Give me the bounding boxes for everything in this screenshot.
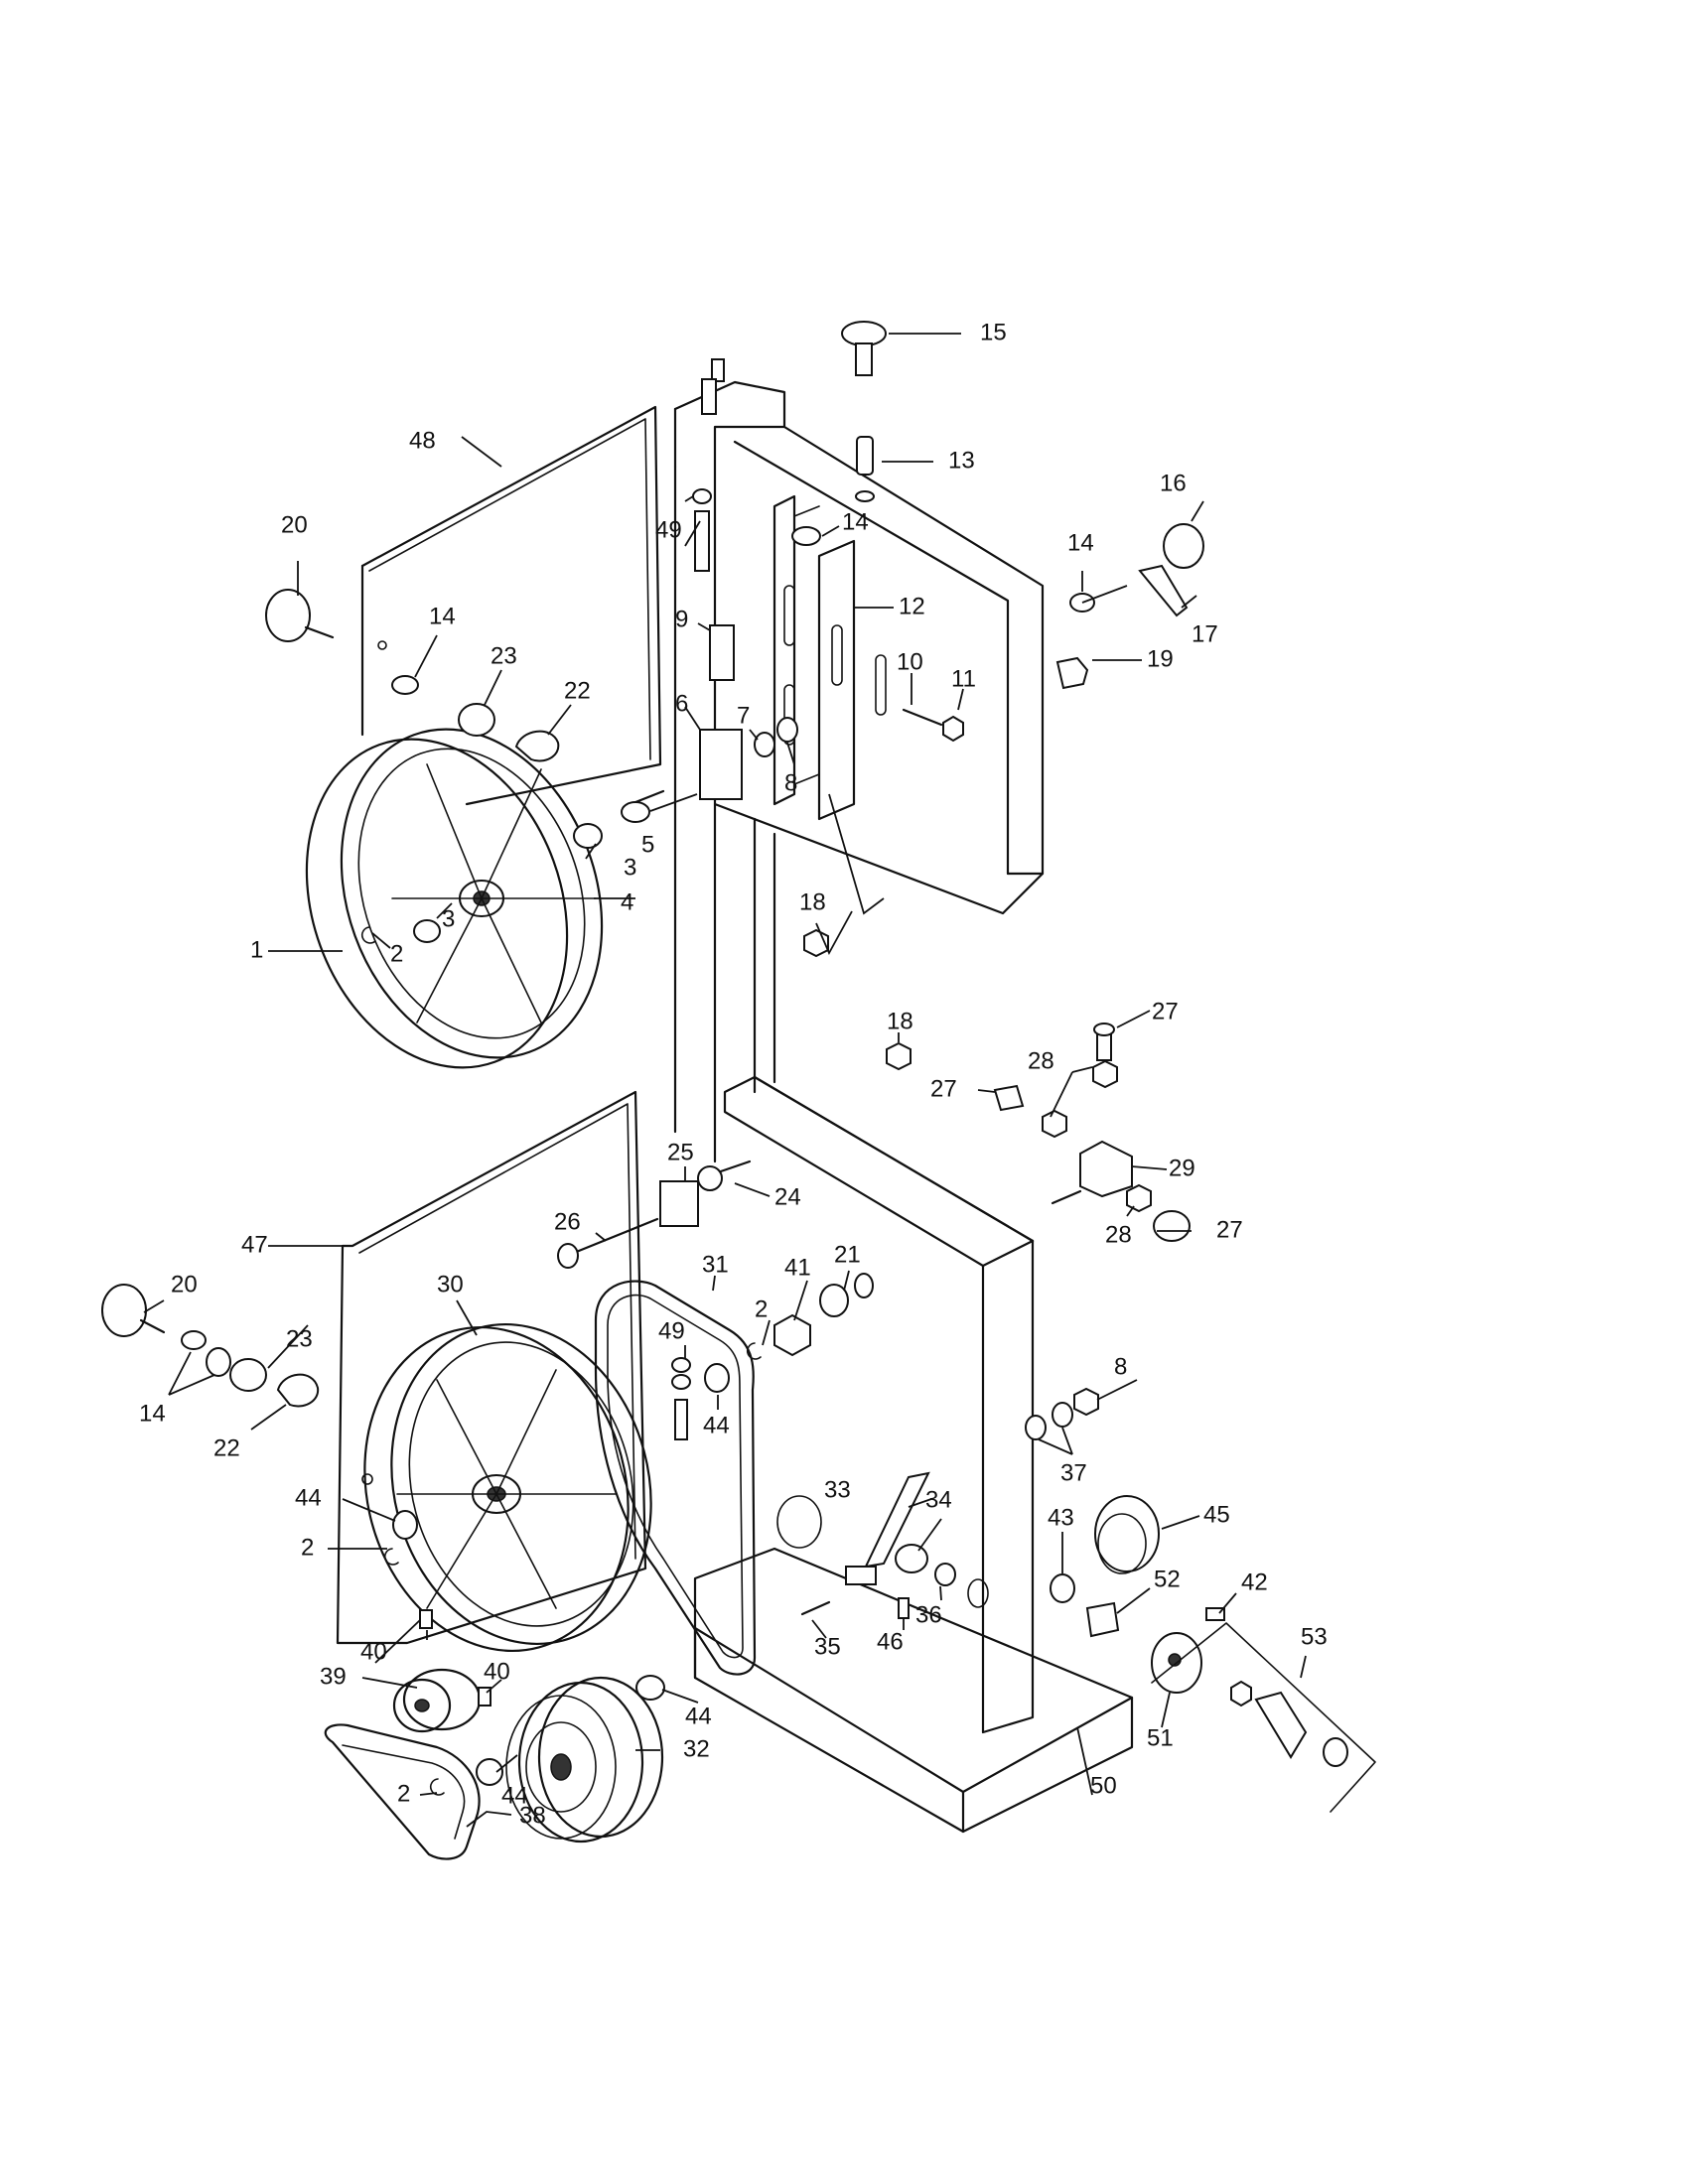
callout-26: 26 xyxy=(554,1208,581,1235)
callout-4: 4 xyxy=(621,888,633,915)
callout-27: 27 xyxy=(930,1075,957,1102)
callout-52: 52 xyxy=(1154,1566,1181,1592)
motor-pulleys xyxy=(392,1668,664,1843)
callout-44: 44 xyxy=(703,1412,730,1438)
callout-14: 14 xyxy=(1067,529,1094,556)
callout-13: 13 xyxy=(948,447,975,474)
callout-14: 14 xyxy=(842,508,869,535)
callout-46: 46 xyxy=(877,1628,904,1655)
callout-34: 34 xyxy=(925,1486,952,1513)
callout-1: 1 xyxy=(250,936,263,963)
callout-41: 41 xyxy=(784,1254,811,1281)
callout-7: 7 xyxy=(737,702,750,729)
callout-12: 12 xyxy=(899,593,925,619)
callout-28: 28 xyxy=(1028,1047,1054,1074)
callout-53: 53 xyxy=(1301,1623,1328,1650)
callout-33: 33 xyxy=(824,1476,851,1503)
drive-belt xyxy=(594,1280,757,1676)
callout-6: 6 xyxy=(675,690,688,717)
leader-lines xyxy=(143,333,1307,1828)
callout-18: 18 xyxy=(799,888,826,915)
callout-8: 8 xyxy=(784,769,797,796)
callout-30: 30 xyxy=(437,1271,464,1297)
callout-20: 20 xyxy=(281,511,308,538)
callout-5: 5 xyxy=(641,831,654,858)
callout-37: 37 xyxy=(1060,1459,1087,1486)
saw-frame-column xyxy=(673,380,1134,1834)
hardware-parts xyxy=(101,321,1376,1813)
callout-labels: 15 13 14 12 16 14 17 19 10 11 9 6 7 8 49… xyxy=(139,319,1328,1829)
callout-2: 2 xyxy=(390,940,403,967)
upper-wheel xyxy=(305,728,604,1069)
callout-2: 2 xyxy=(397,1780,410,1807)
callout-3: 3 xyxy=(624,854,636,881)
lower-wheel xyxy=(363,1323,652,1652)
callout-27: 27 xyxy=(1216,1216,1243,1243)
callout-51: 51 xyxy=(1147,1724,1174,1751)
small-belt xyxy=(324,1723,481,1860)
callout-47: 47 xyxy=(241,1231,268,1258)
callout-24: 24 xyxy=(774,1183,801,1210)
callout-18: 18 xyxy=(887,1008,913,1034)
callout-36: 36 xyxy=(915,1601,942,1628)
callout-8: 8 xyxy=(1114,1353,1127,1380)
callout-9: 9 xyxy=(675,606,688,632)
callout-2: 2 xyxy=(755,1296,768,1322)
callout-21: 21 xyxy=(834,1241,861,1268)
callout-28: 28 xyxy=(1105,1221,1132,1248)
upper-door xyxy=(360,405,662,806)
callout-14: 14 xyxy=(139,1400,166,1427)
callout-20: 20 xyxy=(171,1271,198,1297)
callout-11: 11 xyxy=(951,665,976,692)
callout-38: 38 xyxy=(519,1802,546,1829)
callout-25: 25 xyxy=(667,1139,694,1165)
callout-43: 43 xyxy=(1048,1504,1074,1531)
callout-49: 49 xyxy=(658,1317,685,1344)
callout-45: 45 xyxy=(1203,1501,1230,1528)
callout-44: 44 xyxy=(501,1782,528,1809)
callout-23: 23 xyxy=(491,642,517,669)
callout-44: 44 xyxy=(295,1484,322,1511)
callout-35: 35 xyxy=(814,1633,841,1660)
callout-32: 32 xyxy=(683,1735,710,1762)
callout-15: 15 xyxy=(980,319,1007,345)
callout-50: 50 xyxy=(1090,1772,1117,1799)
callout-22: 22 xyxy=(213,1434,240,1461)
callout-3: 3 xyxy=(442,905,455,932)
callout-10: 10 xyxy=(897,648,923,675)
callout-29: 29 xyxy=(1169,1155,1195,1181)
callout-44: 44 xyxy=(685,1703,712,1729)
callout-27: 27 xyxy=(1152,998,1179,1024)
callout-49: 49 xyxy=(655,516,682,543)
callout-39: 39 xyxy=(320,1663,347,1690)
callout-48: 48 xyxy=(409,427,436,454)
callout-40: 40 xyxy=(360,1638,387,1665)
callout-23: 23 xyxy=(286,1325,313,1352)
callout-31: 31 xyxy=(702,1251,729,1278)
callout-17: 17 xyxy=(1192,620,1218,647)
callout-2: 2 xyxy=(301,1534,314,1561)
callout-22: 22 xyxy=(564,677,591,704)
callout-14: 14 xyxy=(429,603,456,629)
callout-42: 42 xyxy=(1241,1569,1268,1595)
callout-40: 40 xyxy=(484,1658,510,1685)
callout-19: 19 xyxy=(1147,645,1174,672)
callout-16: 16 xyxy=(1160,470,1187,496)
